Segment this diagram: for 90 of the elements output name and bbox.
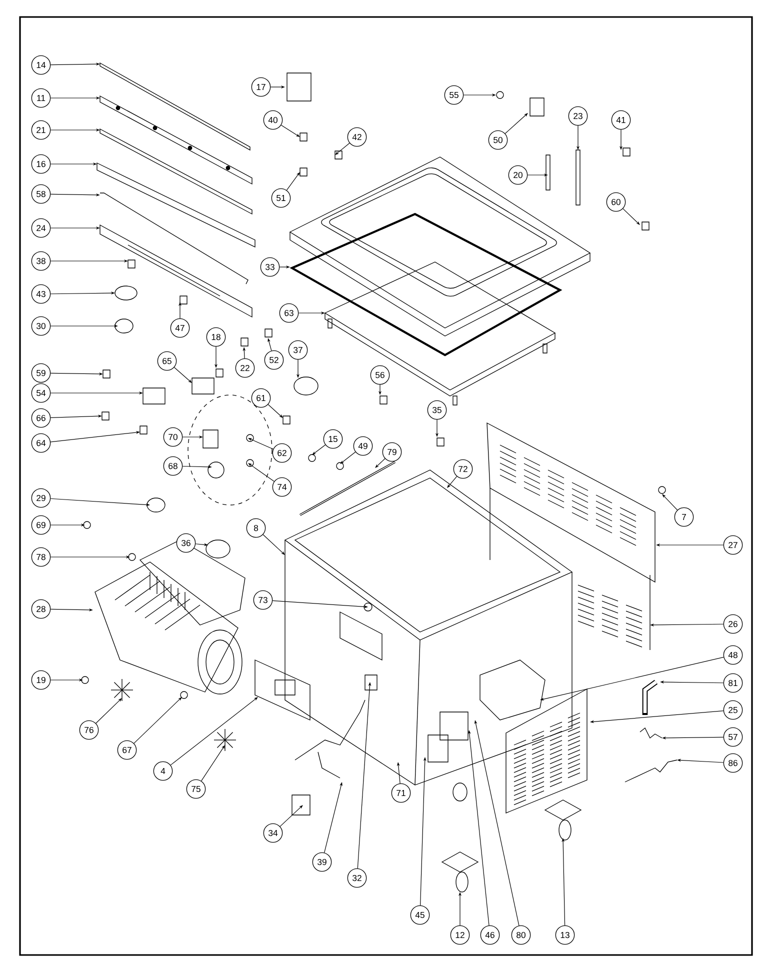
callout-number: 52 xyxy=(264,350,284,370)
leader-line xyxy=(312,444,326,455)
leader-line xyxy=(375,458,386,468)
leader-line xyxy=(268,404,283,418)
callout-number: 49 xyxy=(353,436,373,456)
callout-number: 65 xyxy=(157,351,177,371)
callout-number: 12 xyxy=(450,925,470,945)
callout-number: 19 xyxy=(31,670,51,690)
leader-line xyxy=(447,476,458,488)
callout-number: 33 xyxy=(260,257,280,277)
leader-line xyxy=(335,142,350,155)
leader-line xyxy=(262,534,285,555)
leader-line xyxy=(248,463,274,482)
callout-number: 26 xyxy=(723,614,743,634)
callout-number: 73 xyxy=(253,590,273,610)
callout-number: 16 xyxy=(31,154,51,174)
callout-number: 36 xyxy=(176,533,196,553)
callout-number: 79 xyxy=(382,442,402,462)
callout-number: 37 xyxy=(288,340,308,360)
callout-number: 14 xyxy=(31,55,51,75)
callout-number: 23 xyxy=(568,106,588,126)
callout-number: 17 xyxy=(251,77,271,97)
callout-number: 81 xyxy=(723,673,743,693)
callout-number: 86 xyxy=(723,753,743,773)
callout-number: 40 xyxy=(263,110,283,130)
callout-number: 76 xyxy=(79,720,99,740)
callout-number: 15 xyxy=(323,429,343,449)
callout-number: 68 xyxy=(163,456,183,476)
callout-number: 25 xyxy=(723,700,743,720)
callout-number: 24 xyxy=(31,218,51,238)
leader-line xyxy=(622,208,640,225)
callout-number: 67 xyxy=(117,740,137,760)
leader-line xyxy=(662,494,678,510)
callout-number: 58 xyxy=(31,184,51,204)
callout-number: 46 xyxy=(480,925,500,945)
callout-number: 78 xyxy=(31,547,51,567)
callout-number: 22 xyxy=(235,358,255,378)
callout-number: 42 xyxy=(347,127,367,147)
leader-line xyxy=(280,805,303,827)
callout-number: 43 xyxy=(31,284,51,304)
leader-line xyxy=(286,172,300,190)
callout-number: 72 xyxy=(453,459,473,479)
callout-number: 74 xyxy=(272,477,292,497)
callout-number: 4 xyxy=(153,761,173,781)
callout-number: 56 xyxy=(370,365,390,385)
leader-line xyxy=(96,698,122,724)
callout-number: 60 xyxy=(606,192,626,212)
leader-line xyxy=(504,113,528,134)
callout-number: 70 xyxy=(163,427,183,447)
leader-line xyxy=(280,124,300,137)
callout-number: 11 xyxy=(31,88,51,108)
callout-number: 28 xyxy=(31,599,51,619)
callout-number: 41 xyxy=(611,110,631,130)
callout-number: 61 xyxy=(251,388,271,408)
callout-number: 50 xyxy=(488,130,508,150)
callout-number: 39 xyxy=(312,852,332,872)
callout-number: 63 xyxy=(279,303,299,323)
callout-number: 64 xyxy=(31,433,51,453)
leader-line xyxy=(174,367,192,383)
leader-line xyxy=(134,697,182,744)
callout-number: 34 xyxy=(263,823,283,843)
callout-number: 55 xyxy=(444,85,464,105)
callout-number: 35 xyxy=(427,400,447,420)
callout-number: 32 xyxy=(347,868,367,888)
callout-number: 45 xyxy=(410,905,430,925)
callout-number: 59 xyxy=(31,363,51,383)
callout-number: 7 xyxy=(674,507,694,527)
callout-number: 71 xyxy=(391,783,411,803)
leader-line xyxy=(201,745,225,782)
leader-line xyxy=(340,452,356,464)
callout-number: 47 xyxy=(170,318,190,338)
callout-number: 54 xyxy=(31,383,51,403)
callout-number: 80 xyxy=(511,925,531,945)
callout-number: 62 xyxy=(272,443,292,463)
callout-number: 18 xyxy=(206,327,226,347)
callout-number: 57 xyxy=(723,727,743,747)
callout-number: 48 xyxy=(723,645,743,665)
callout-number: 30 xyxy=(31,316,51,336)
callout-number: 20 xyxy=(508,165,528,185)
callout-number: 27 xyxy=(723,535,743,555)
callout-number: 21 xyxy=(31,120,51,140)
leader-line xyxy=(170,697,258,766)
callout-number: 38 xyxy=(31,251,51,271)
callout-number: 13 xyxy=(555,925,575,945)
callout-number: 51 xyxy=(271,188,291,208)
callout-number: 69 xyxy=(31,515,51,535)
callout-number: 75 xyxy=(186,779,206,799)
callout-number: 29 xyxy=(31,488,51,508)
callout-number: 8 xyxy=(246,518,266,538)
callout-number: 66 xyxy=(31,408,51,428)
